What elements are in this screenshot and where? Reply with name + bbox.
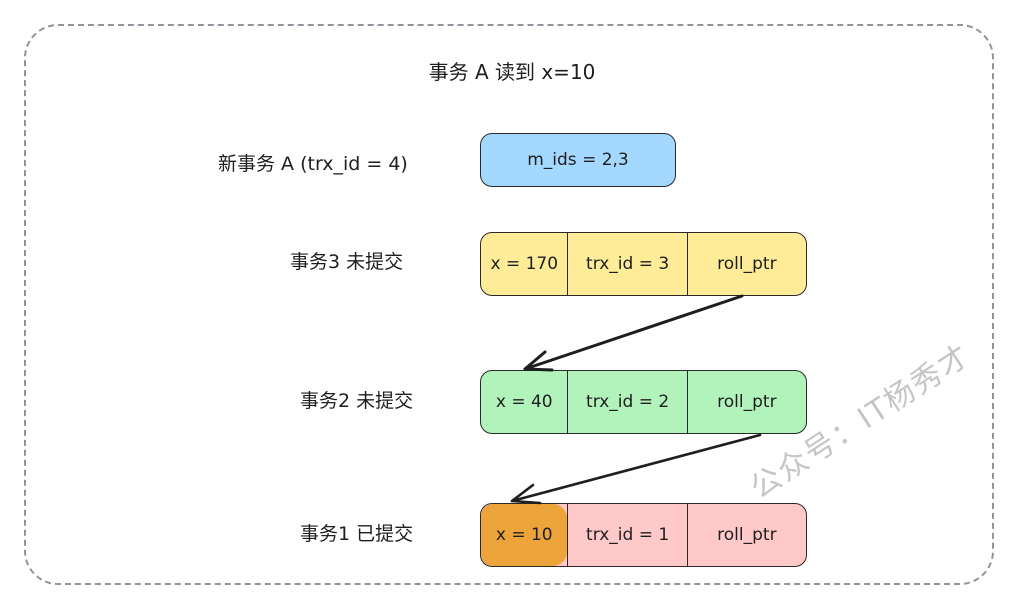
version-value-visible: x = 10 — [481, 504, 568, 566]
version-roll-ptr: roll_ptr — [686, 504, 806, 566]
version-value: x = 40 — [495, 392, 553, 412]
version-trx-id: trx_id = 2 — [567, 371, 686, 433]
dashed-frame — [24, 24, 994, 585]
version-label-txn2: 事务2 未提交 — [300, 390, 414, 412]
version-label-txn1: 事务1 已提交 — [300, 523, 414, 545]
m-ids-value: m_ids = 2,3 — [527, 150, 629, 170]
version-label-txn3: 事务3 未提交 — [290, 251, 404, 273]
version-trx-id: trx_id = 3 — [567, 233, 686, 295]
new-transaction-label: 新事务 A (trx_id = 4) — [218, 153, 408, 175]
version-value: x = 170 — [490, 254, 559, 274]
version-roll-ptr: roll_ptr — [686, 371, 806, 433]
read-view-box: m_ids = 2,3 — [480, 133, 676, 187]
diagram-title: 事务 A 读到 x=10 — [428, 60, 596, 84]
version-row-txn3: x = 170 trx_id = 3 roll_ptr — [480, 232, 807, 296]
version-row-txn1: x = 10 trx_id = 1 roll_ptr — [480, 503, 807, 567]
version-roll-ptr: roll_ptr — [686, 233, 806, 295]
version-trx-id: trx_id = 1 — [567, 504, 686, 566]
version-row-txn2: x = 40 trx_id = 2 roll_ptr — [480, 370, 807, 434]
